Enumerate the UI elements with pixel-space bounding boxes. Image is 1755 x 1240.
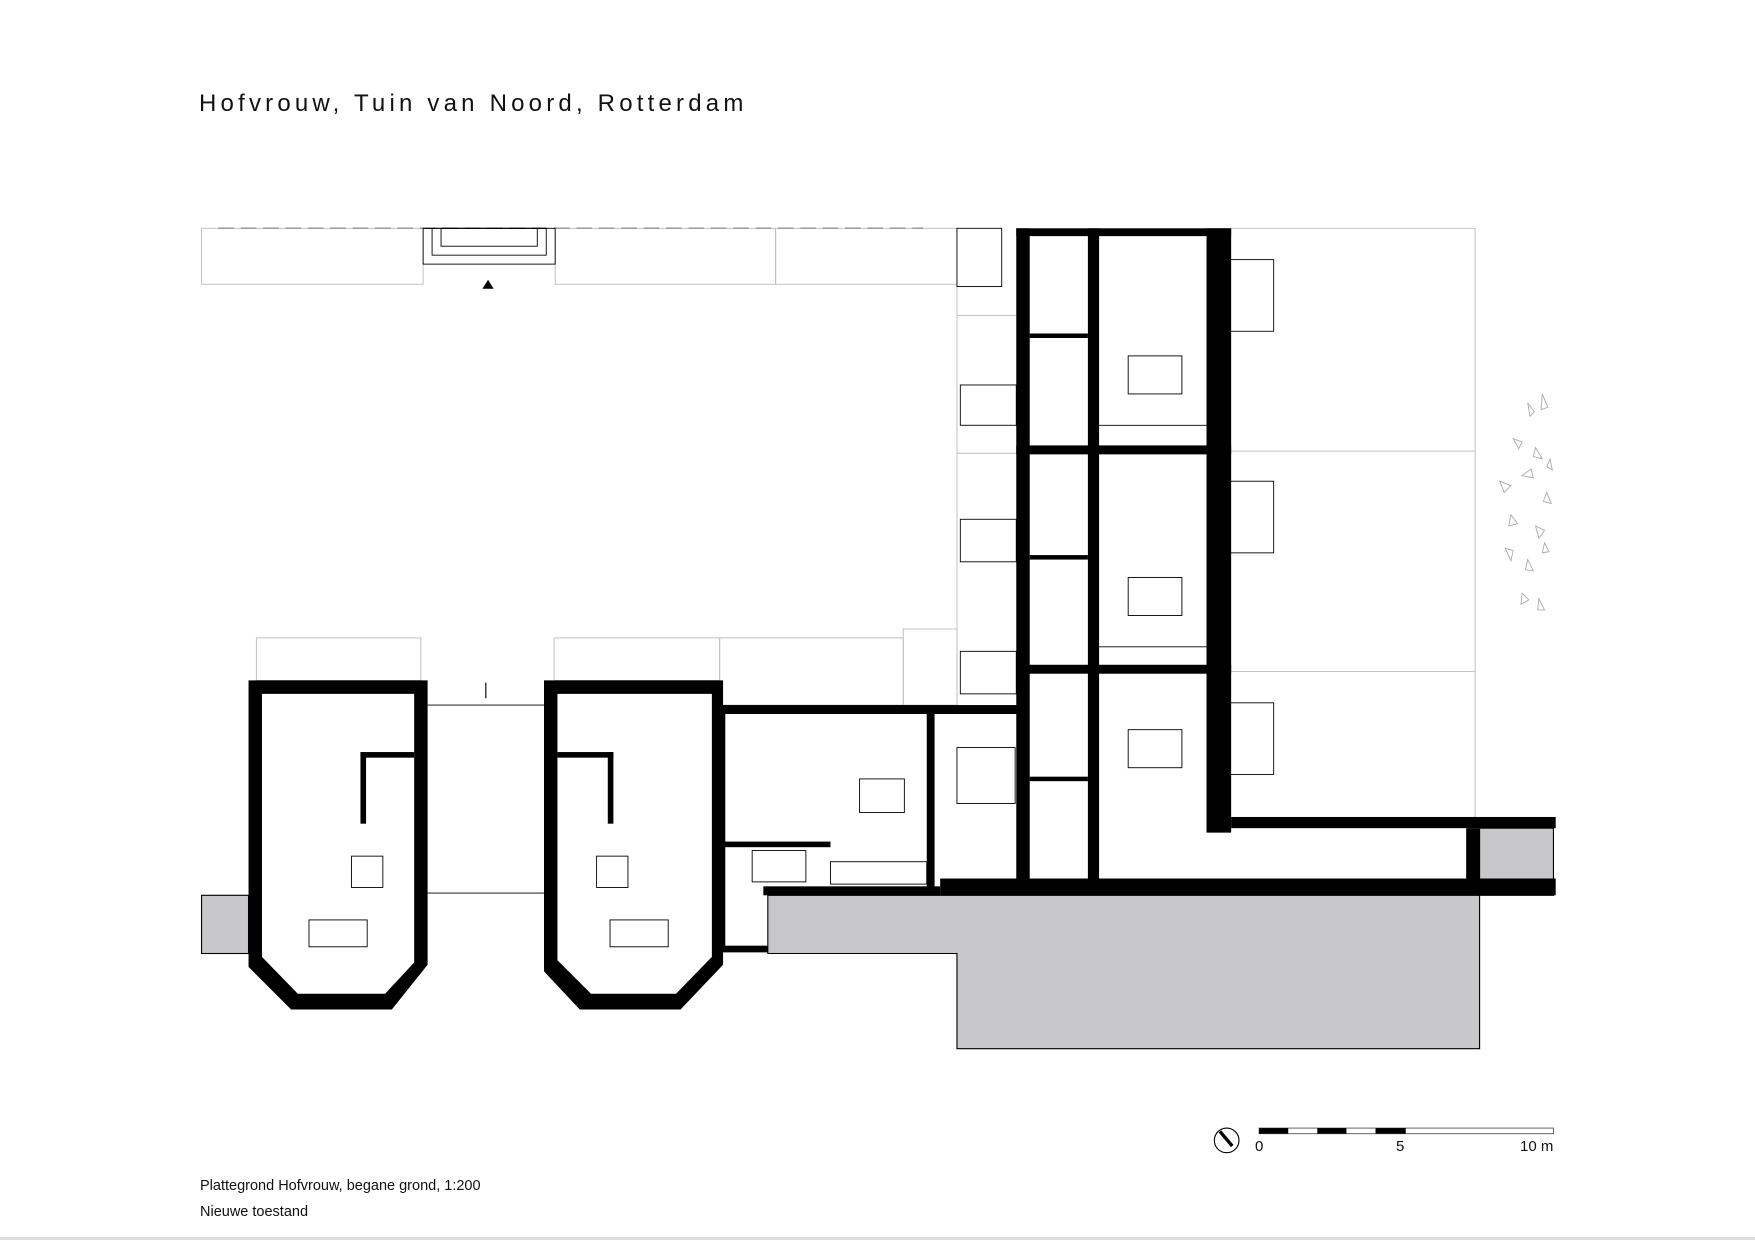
page-border xyxy=(0,1237,1755,1240)
garden-lines xyxy=(255,227,1476,817)
tree-symbol xyxy=(1498,393,1553,611)
north-arrow-icon xyxy=(1213,1127,1240,1154)
courtyard-hatch xyxy=(200,827,1555,1050)
top-strip xyxy=(201,227,958,289)
scale-tick-5: 5 xyxy=(1396,1138,1405,1155)
apartment-block-walls xyxy=(940,227,1556,896)
house-right xyxy=(543,680,724,1010)
house-left xyxy=(248,680,428,1010)
page-title: Hofvrouw, Tuin van Noord, Rotterdam xyxy=(199,90,748,117)
scale-bar xyxy=(1258,1127,1554,1135)
caption-state: Nieuwe toestand xyxy=(200,1204,309,1220)
passage xyxy=(427,682,544,894)
scale-tick-0: 0 xyxy=(1255,1138,1264,1155)
caption-plan: Plattegrond Hofvrouw, begane grond, 1:20… xyxy=(200,1178,481,1194)
scale-tick-10: 10 m xyxy=(1520,1138,1554,1155)
entrance-arrow-icon xyxy=(482,279,494,289)
